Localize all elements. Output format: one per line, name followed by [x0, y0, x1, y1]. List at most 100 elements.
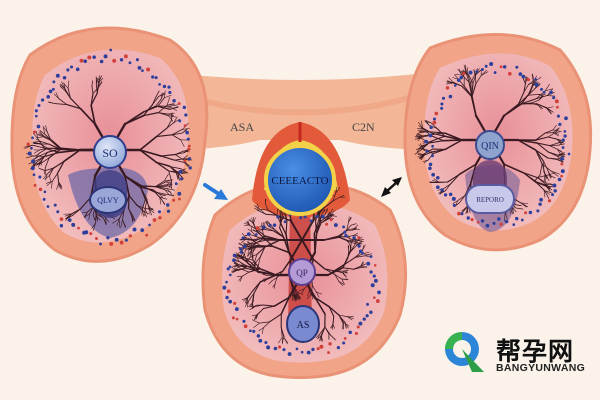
vessel-branch [120, 219, 123, 229]
vessel-branch [79, 107, 96, 125]
vessel-branch [292, 286, 297, 295]
cell-dot [502, 65, 507, 69]
vessel-branch [50, 139, 62, 149]
vessel-branch [344, 321, 347, 328]
cell-dot [361, 252, 365, 255]
cell-dot [354, 331, 358, 335]
vessel-branch [360, 263, 367, 267]
vessel-branch [248, 301, 254, 307]
double-arrow [381, 177, 402, 197]
vessel-branch [313, 219, 320, 234]
vessel-branch [414, 149, 422, 155]
vessel-branch [545, 186, 551, 193]
cell-dot [440, 102, 444, 106]
vessel-branch [98, 81, 103, 88]
vessel-branch [90, 92, 98, 106]
cell-dot [556, 114, 560, 118]
cell-dot [37, 104, 41, 108]
vessel-branch [480, 71, 489, 76]
vessel-branch [241, 297, 248, 301]
vessel-branch [140, 185, 156, 188]
cell-dot [177, 197, 181, 201]
vessel-branch [239, 275, 243, 282]
vessel-branch [247, 228, 253, 232]
cell-dot [295, 347, 299, 351]
vessel-branch [157, 104, 168, 114]
vessel-branch [44, 157, 50, 168]
vessel-branch [353, 224, 359, 229]
vessel-branch [181, 168, 189, 174]
cell-dots [26, 48, 571, 356]
cell-dot [499, 65, 503, 69]
vessel-branch [452, 82, 463, 87]
cell-dot [166, 209, 171, 213]
cell-dot [234, 307, 239, 312]
vessel-branch [43, 151, 60, 158]
vessel-branch [521, 98, 538, 105]
cell-dot [255, 233, 258, 236]
vessel-branch [522, 172, 539, 179]
vessel-branch [357, 238, 365, 241]
vessel-branch [262, 304, 275, 307]
vessel-branch [36, 136, 44, 139]
vessel-branch [262, 305, 275, 310]
vessel-branch [264, 203, 269, 211]
cell-dot [185, 130, 189, 135]
cell-dot [375, 299, 380, 303]
vessel-branch [174, 152, 185, 155]
vessel-branch [337, 235, 348, 241]
cell-dot [538, 202, 542, 206]
vessel-branch [329, 210, 336, 216]
vessel-branch [316, 291, 322, 295]
vessel-branch [58, 181, 63, 187]
vessel-branch [43, 127, 46, 135]
vessel-branch [543, 171, 548, 179]
vessel-branch [332, 196, 340, 202]
vessel-branch [357, 240, 364, 243]
vessel-branch [247, 242, 256, 246]
cell-dot [239, 250, 243, 254]
cell-dot [233, 301, 237, 305]
vessel-branch [322, 200, 334, 209]
vessel-branch [425, 121, 432, 123]
vessel-branch [169, 104, 178, 107]
vessel-branch [246, 291, 253, 299]
cell-dot [424, 139, 429, 144]
cell-dot [56, 210, 60, 214]
vessel-branch [122, 219, 127, 228]
cell-dot [512, 223, 516, 226]
cell-dot [273, 346, 278, 351]
vessel-branch [329, 208, 333, 216]
vessel-branch [349, 241, 358, 245]
vessel-branch [521, 202, 528, 208]
cell-dot [475, 70, 479, 74]
vessel-branch [53, 93, 60, 99]
cell-dot [561, 146, 565, 149]
vessel-branch [465, 206, 469, 214]
label-mid-upper: QP [296, 268, 308, 278]
vessel-branch [535, 136, 549, 141]
vessel-branch [475, 75, 482, 85]
vessel-branch [303, 283, 310, 290]
vessel-branch [124, 114, 145, 125]
vessel-branch [461, 85, 473, 98]
vessel-branch [246, 297, 249, 304]
vessel-branch [293, 285, 299, 293]
cell-dot [352, 236, 356, 240]
cell-dot [431, 172, 436, 177]
vessel-branch [155, 134, 173, 138]
vessel-branch [364, 253, 373, 257]
cell-dot [448, 192, 453, 197]
vessel-branch [240, 239, 246, 241]
cell-dot [551, 193, 555, 197]
vessel-branch [269, 313, 282, 323]
vessel-branch [429, 134, 444, 142]
vessel-branch [462, 69, 468, 75]
vessel-branch [60, 83, 66, 90]
vessel-branch [319, 334, 322, 342]
cell-dot [228, 265, 232, 269]
vessel-branch [256, 246, 266, 255]
cell-dot [36, 124, 41, 129]
vessel-branch [249, 253, 258, 258]
vessel-branch [56, 160, 65, 174]
